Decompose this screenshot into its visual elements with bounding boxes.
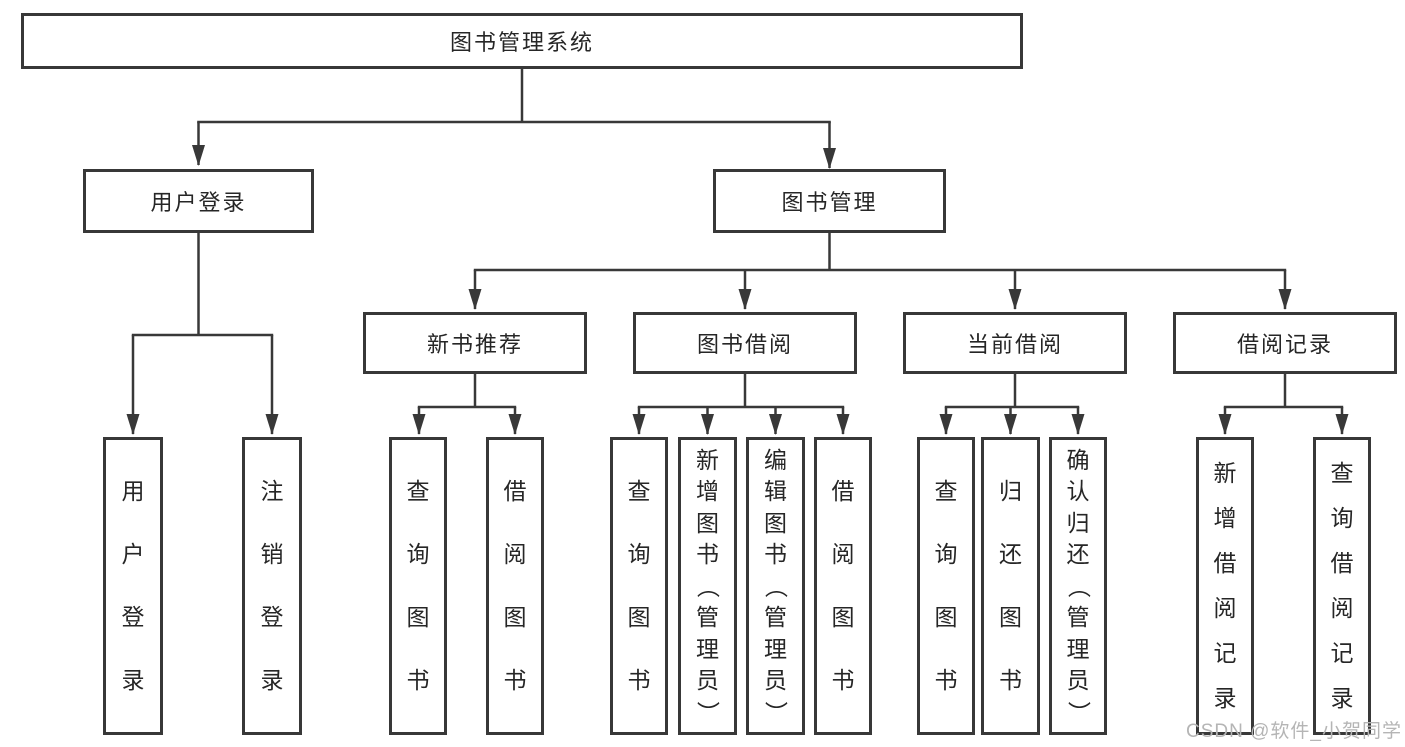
node-query-book-2-label: 查询图书 [627, 478, 651, 693]
node-logout-action-label: 注销登录 [260, 478, 284, 693]
node-query-book-1-label: 查询图书 [406, 478, 430, 693]
node-add-borrow-record-label: 新增借阅记录 [1213, 460, 1237, 711]
node-borrow-book-2-label: 借阅图书 [831, 478, 855, 693]
node-return-book-label: 归还图书 [999, 478, 1022, 693]
connector-new-book-recommend [412, 374, 522, 435]
node-current-borrowing-label: 当前借阅 [966, 332, 1063, 357]
node-query-book-3: 查询图书 [917, 437, 975, 735]
node-book-borrowing: 图书借阅 [633, 312, 857, 374]
node-logout-action: 注销登录 [242, 437, 302, 735]
node-new-book-recommend: 新书推荐 [363, 312, 587, 374]
node-edit-book-admin: 编辑图书（管理员） [746, 437, 805, 735]
watermark-text: CSDN @软件_小贺同学 [1186, 721, 1402, 742]
node-confirm-return-admin: 确认归还（管理员） [1049, 437, 1107, 735]
node-user-login-action-label: 用户登录 [121, 478, 145, 693]
node-query-book-2: 查询图书 [610, 437, 668, 735]
connector-current-borrowing [939, 374, 1085, 435]
node-query-borrow-record-label: 查询借阅记录 [1330, 460, 1354, 711]
node-query-book-3-label: 查询图书 [934, 478, 958, 693]
node-borrowing-records: 借阅记录 [1173, 312, 1397, 374]
connector-root [192, 69, 836, 169]
connector-book-management [468, 233, 1292, 310]
node-user-login-label: 用户登录 [150, 190, 247, 215]
node-edit-book-admin-label: 编辑图书（管理员） [763, 446, 789, 724]
node-query-borrow-record: 查询借阅记录 [1313, 437, 1371, 735]
node-book-borrowing-label: 图书借阅 [696, 332, 793, 357]
node-book-management-label: 图书管理 [781, 190, 878, 215]
node-root-label: 图书管理系统 [449, 30, 594, 55]
node-return-book: 归还图书 [981, 437, 1040, 735]
node-book-management: 图书管理 [713, 169, 946, 233]
node-user-login-action: 用户登录 [103, 437, 163, 735]
node-add-book-admin: 新增图书（管理员） [678, 437, 737, 735]
node-new-book-recommend-label: 新书推荐 [426, 332, 523, 357]
connector-book-borrowing [632, 374, 850, 435]
connector-user-login [126, 233, 279, 435]
node-add-book-admin-label: 新增图书（管理员） [695, 446, 721, 724]
node-borrow-book-2: 借阅图书 [814, 437, 872, 735]
node-root: 图书管理系统 [21, 13, 1023, 69]
node-borrow-book-1: 借阅图书 [486, 437, 544, 735]
node-current-borrowing: 当前借阅 [903, 312, 1127, 374]
node-add-borrow-record: 新增借阅记录 [1196, 437, 1254, 735]
node-confirm-return-admin-label: 确认归还（管理员） [1065, 446, 1092, 724]
node-query-book-1: 查询图书 [389, 437, 447, 735]
node-borrow-book-1-label: 借阅图书 [503, 478, 527, 693]
node-user-login: 用户登录 [83, 169, 314, 233]
connector-borrowing-records [1218, 374, 1349, 435]
node-borrowing-records-label: 借阅记录 [1236, 332, 1333, 357]
